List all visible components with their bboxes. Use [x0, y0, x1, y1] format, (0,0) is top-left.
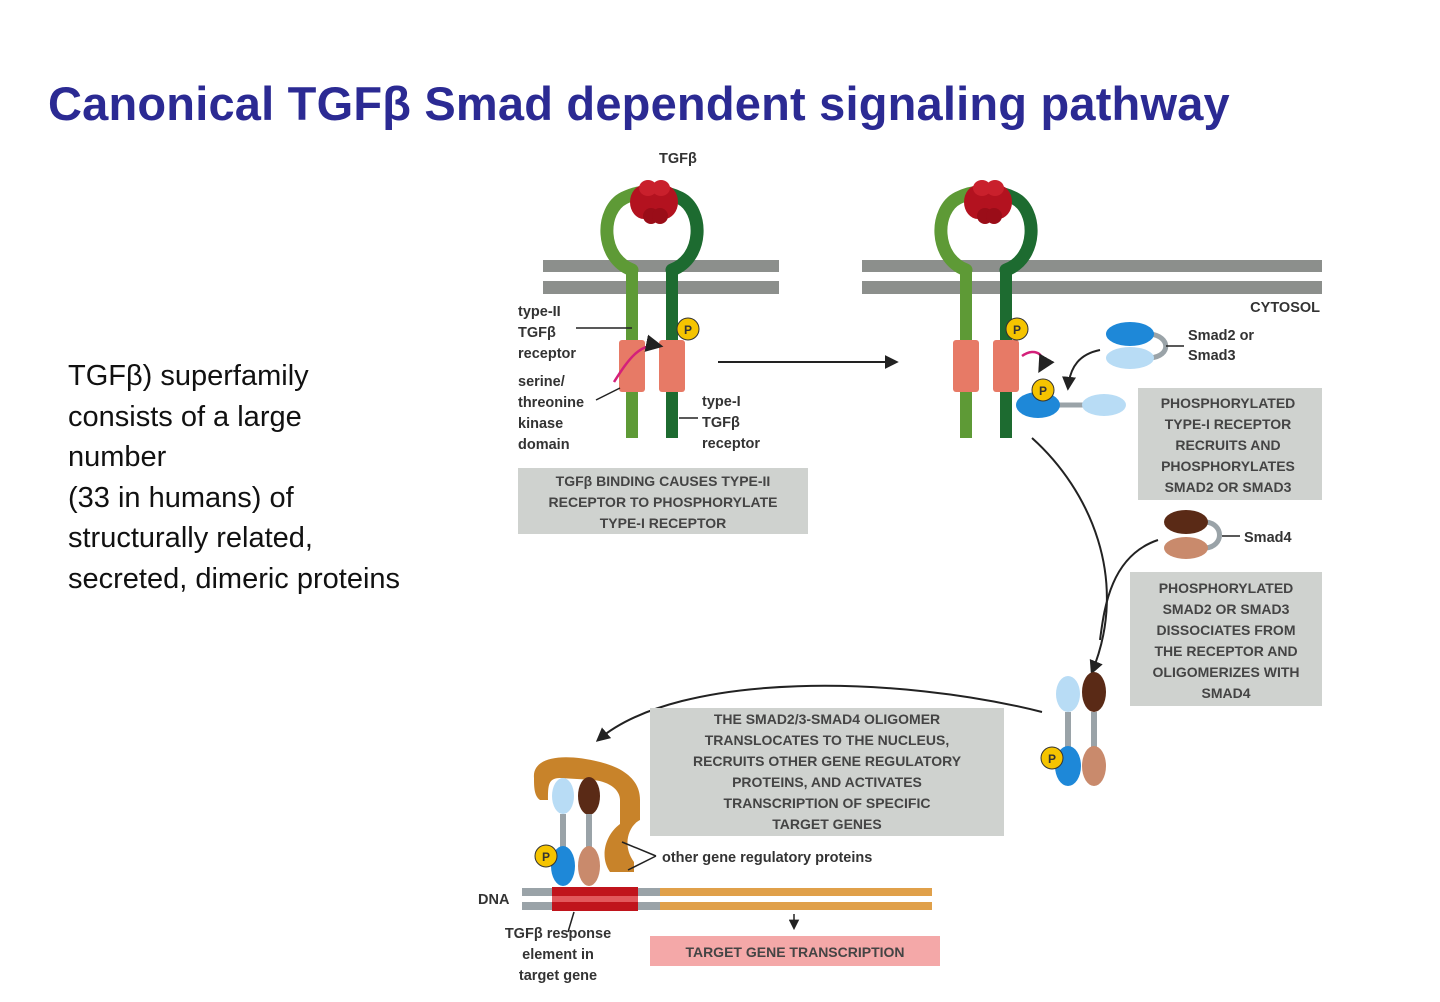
membrane-right-outer: [862, 260, 1322, 272]
caption-line: TARGET GENES: [772, 816, 881, 832]
caption-line: TRANSLOCATES TO THE NUCLEUS,: [705, 732, 950, 748]
kinase-pointer: [595, 387, 621, 401]
dna-label: DNA: [478, 892, 510, 908]
caption-line: SMAD4: [1201, 685, 1250, 701]
type1-label-line: type-I: [702, 394, 741, 410]
caption-line: TYPE-I RECEPTOR: [600, 515, 727, 531]
membrane-right-inner: [862, 281, 1322, 294]
caption-line: PROTEINS, AND ACTIVATES: [732, 774, 922, 790]
dna-bound-oligomer: [551, 777, 600, 886]
caption-line: TRANSCRIPTION OF SPECIFIC: [724, 795, 931, 811]
kinase-label-line: domain: [518, 437, 570, 453]
smad23-label-line: Smad2 or: [1188, 328, 1254, 344]
phosphate-icon: [534, 844, 558, 868]
phosphate-symbol: P: [684, 323, 692, 337]
type2-label-line: TGFβ: [518, 325, 556, 341]
smad23-label-line: Smad3: [1188, 348, 1236, 364]
caption-line: SMAD2 OR SMAD3: [1163, 601, 1290, 617]
smad4-icon: [1164, 510, 1208, 534]
recruit-arrow: [1062, 349, 1101, 391]
caption-line: THE RECEPTOR AND: [1154, 643, 1297, 659]
intro-line: consists of a large: [68, 400, 302, 433]
smad-oligomer: [1055, 672, 1106, 786]
caption-line: THE SMAD2/3-SMAD4 OLIGOMER: [714, 711, 940, 727]
phosphate-symbol: P: [1039, 384, 1047, 398]
smad4-join-arrow: [1099, 539, 1159, 641]
caption-line: OLIGOMERIZES WITH: [1153, 664, 1300, 680]
dissociation-arrow: [1031, 437, 1108, 675]
kinase-label-line: kinase: [518, 416, 563, 432]
response-element-pointer: [567, 911, 575, 933]
caption-line: RECRUITS OTHER GENE REGULATORY: [693, 753, 962, 769]
smad23-icon: [1106, 322, 1154, 346]
ligand-label: TGFβ: [659, 151, 697, 167]
phosphate-symbol: P: [1013, 323, 1021, 337]
intro-line: TGFβ) superfamily: [68, 360, 309, 392]
caption-line: TYPE-I RECEPTOR: [1165, 416, 1292, 432]
target-gene-region: [660, 888, 932, 896]
type1-label-line: TGFβ: [702, 415, 740, 431]
smad-linker: [1205, 519, 1222, 551]
phosphate-symbol: P: [542, 850, 550, 864]
response-element-core: [552, 896, 638, 902]
caption-line: DISSOCIATES FROM: [1157, 622, 1296, 638]
regulatory-protein-icon: [533, 757, 640, 872]
caption-box-recruits: [1138, 388, 1322, 500]
intro-text: TGFβ) superfamily consists of a large nu…: [68, 356, 488, 599]
phosphate-icon: [1005, 317, 1029, 341]
smad23-icon: [1106, 347, 1154, 369]
phosphorylation-arrow: [1021, 350, 1055, 374]
phosphate-icon: [676, 317, 700, 341]
caption-line: SMAD2 OR SMAD3: [1165, 479, 1292, 495]
phosphate-icon: [1031, 378, 1055, 402]
target-gene-region: [660, 902, 932, 910]
caption-line: RECEPTOR TO PHOSPHORYLATE: [549, 494, 778, 510]
type2-label-line: type-II: [518, 304, 561, 320]
caption-line: PHOSPHORYLATED: [1159, 580, 1294, 596]
caption-box-binding: [518, 468, 808, 534]
phosphate-icon: [1040, 746, 1064, 770]
response-label-line: target gene: [519, 968, 597, 984]
smad-mh1-icon: [1082, 394, 1126, 416]
smad4-label: Smad4: [1244, 530, 1292, 546]
intro-line: (33 in humans) of: [68, 481, 294, 514]
nuclear-translocation-arrow: [595, 684, 1043, 742]
membrane-left-outer: [543, 260, 779, 272]
other-proteins-pointer: [621, 841, 657, 871]
caption-line: RECRUITS AND: [1175, 437, 1280, 453]
phosphorylation-arrow: [612, 334, 664, 383]
intro-line: structurally related,: [68, 522, 313, 554]
phosphate-symbol: P: [1048, 752, 1056, 766]
response-label-line: element in: [522, 947, 594, 963]
caption-box-oligomer: [650, 708, 1004, 836]
caption-line: PHOSPHORYLATES: [1161, 458, 1295, 474]
membrane-left-inner: [543, 281, 779, 294]
other-proteins-label: other gene regulatory proteins: [662, 850, 872, 866]
type2-label-line: receptor: [518, 346, 576, 362]
caption-line: PHOSPHORYLATED: [1161, 395, 1296, 411]
intro-line: number: [68, 441, 167, 473]
caption-box-dissociates: [1130, 572, 1322, 706]
target-transcription-label: TARGET GENE TRANSCRIPTION: [685, 944, 904, 960]
kinase-label-line: threonine: [518, 395, 584, 411]
type1-label-line: receptor: [702, 436, 760, 452]
receptor-complex-left: [607, 192, 697, 438]
caption-line: TGFβ BINDING CAUSES TYPE-II: [556, 473, 771, 489]
page-title: Canonical TGFβ Smad dependent signaling …: [48, 77, 1230, 130]
cytosol-label: CYTOSOL: [1250, 300, 1320, 316]
smad4-icon: [1164, 537, 1208, 559]
target-transcription-box: [650, 936, 940, 966]
kinase-label-line: serine/: [518, 374, 565, 390]
response-label-line: TGFβ response: [505, 926, 611, 942]
intro-line: secreted, dimeric proteins: [68, 562, 401, 595]
smad-linker: [1149, 331, 1169, 361]
